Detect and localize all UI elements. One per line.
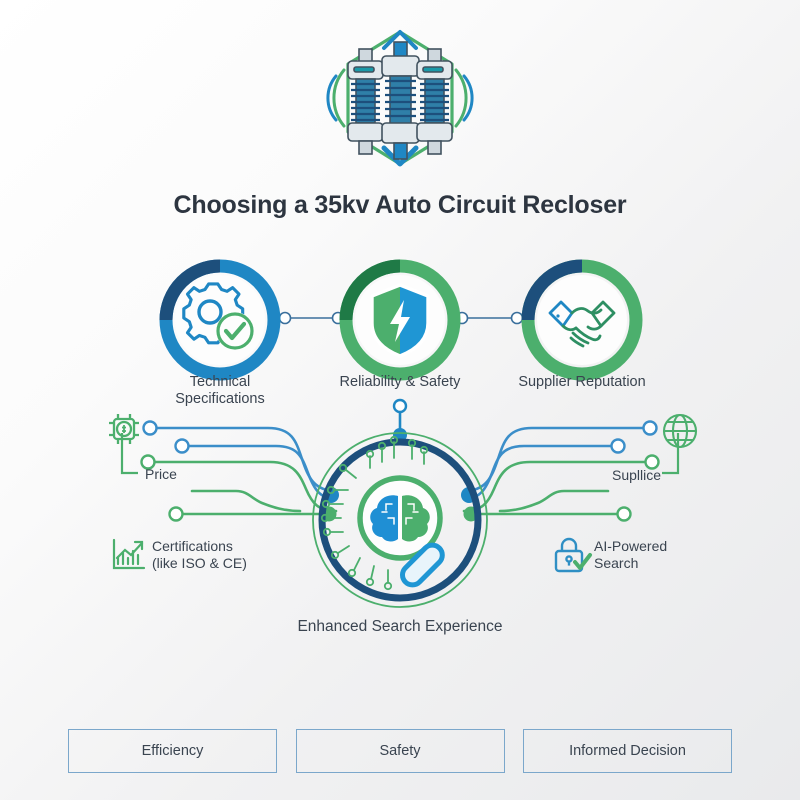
page-title: Choosing a 35kv Auto Circuit Recloser bbox=[173, 191, 627, 219]
outcome-label: Safety bbox=[379, 743, 421, 759]
circuit-recloser-icon bbox=[310, 18, 490, 178]
feature-label-line1: AI-Powered bbox=[594, 538, 668, 554]
price-chip-icon bbox=[103, 408, 145, 450]
outcome-box-efficiency[interactable]: Efficiency bbox=[68, 729, 277, 773]
center-caption: Enhanced Search Experience bbox=[297, 618, 503, 635]
feature-label-line2: (like ISO & CE) bbox=[152, 555, 247, 571]
feature-label-line1: Supllice bbox=[612, 467, 662, 483]
feature-label-price: Price bbox=[145, 466, 177, 483]
pillar-technical-specifications[interactable] bbox=[155, 255, 285, 385]
pillar-label-technical-specifications: Technical Specifications bbox=[125, 374, 315, 408]
brain-magnifier-circuit-icon[interactable] bbox=[300, 420, 500, 620]
globe-icon bbox=[659, 410, 701, 452]
pillar-label-line1: Supplier Reputation bbox=[518, 374, 646, 390]
lock-check-icon bbox=[549, 533, 593, 577]
pillar-label-line1: Reliability & Safety bbox=[339, 374, 461, 390]
pillar-reliability-safety[interactable] bbox=[335, 255, 465, 385]
feature-label-supllice: Supllice bbox=[612, 467, 661, 484]
pillar-label-supplier-reputation: Supplier Reputation bbox=[487, 374, 677, 391]
outcome-label: Informed Decision bbox=[569, 743, 686, 759]
feature-label-line1: Certifications bbox=[152, 538, 233, 554]
feature-label-line1: Price bbox=[145, 466, 177, 482]
outcome-box-informed-decision[interactable]: Informed Decision bbox=[523, 729, 732, 773]
feature-label-line2: Search bbox=[594, 555, 639, 571]
pillar-label-line1: Technical bbox=[189, 374, 251, 390]
pillar-label-reliability-safety: Reliability & Safety bbox=[305, 374, 495, 391]
outcome-row: Efficiency Safety Informed Decision bbox=[68, 729, 732, 773]
outcome-box-safety[interactable]: Safety bbox=[295, 729, 505, 773]
pillar-supplier-reputation[interactable] bbox=[517, 255, 647, 385]
pillar-label-line2: Specifications bbox=[175, 391, 265, 407]
feature-label-ai-powered-search: AI-Powered Search bbox=[594, 538, 667, 572]
growth-chart-icon bbox=[108, 534, 150, 576]
outcome-label: Efficiency bbox=[141, 743, 204, 759]
feature-label-certifications: Certifications (like ISO & CE) bbox=[152, 538, 247, 572]
